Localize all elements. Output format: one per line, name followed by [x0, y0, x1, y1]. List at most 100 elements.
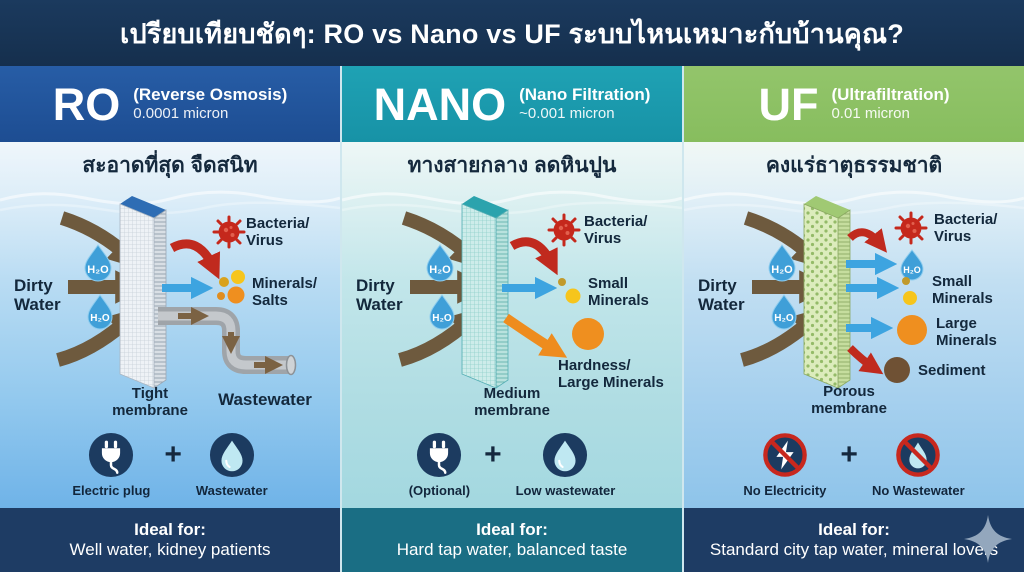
ro-acronym: RO	[52, 78, 121, 130]
ideal-for-text: Hard tap water, balanced taste	[396, 540, 628, 559]
nano-header: NANO (Nano Filtration) ~0.001 micron	[342, 66, 682, 142]
electric-plug-item: Electric plug	[72, 432, 150, 498]
ro-diagram: H₂O H₂O	[0, 188, 340, 422]
plus-sign: +	[840, 438, 858, 471]
nano-footer: Ideal for: Hard tap water, balanced tast…	[342, 508, 682, 572]
uf-icon-row: No Electricity + No Wastewater	[684, 422, 1024, 508]
no-wastewater-item: No Wastewater	[872, 432, 965, 498]
ro-full-name: (Reverse Osmosis)	[133, 85, 288, 104]
large-mineral-dot	[572, 318, 604, 350]
virus-icon	[894, 211, 928, 245]
porous-membrane	[803, 196, 851, 389]
electric-plug-icon	[417, 432, 462, 478]
uf-body: คงแร่ธาตุธรรมชาติ	[684, 142, 1024, 508]
wastewater-item: Wastewater	[196, 432, 268, 498]
sparkle-icon	[964, 515, 1012, 563]
icon-label: (Optional)	[408, 483, 471, 498]
comparison-columns: RO (Reverse Osmosis) 0.0001 micron สะอาด…	[0, 66, 1024, 572]
ro-body: สะอาดที่สุด จืดสนิท	[0, 142, 340, 508]
rejected-arrow	[509, 237, 558, 276]
dirty-water-label: Dirty Water	[698, 276, 745, 315]
svg-text:H₂O: H₂O	[903, 265, 921, 275]
ro-diagram-graphic: H₂O H₂O	[56, 196, 297, 389]
minerals-salts-label: Minerals/ Salts	[252, 275, 318, 309]
ro-footer: Ideal for: Well water, kidney patients	[0, 508, 340, 572]
title-banner: เปรียบเทียบชัดๆ: RO vs Nano vs UF ระบบไห…	[0, 0, 1024, 66]
nano-diagram-graphic: H₂O H₂O	[398, 196, 604, 389]
no-electricity-item: No Electricity	[743, 432, 826, 498]
large-mineral-dot	[897, 315, 927, 345]
bacteria-virus-label: Bacteria/ Virus	[246, 215, 310, 249]
nano-micron: ~0.001 micron	[519, 105, 615, 123]
plus-sign: +	[484, 438, 502, 471]
uf-header: UF (Ultrafiltration) 0.01 micron	[684, 66, 1024, 142]
sediment-label: Sediment	[918, 362, 986, 379]
nano-body: ทางสายกลาง ลดหินปูน	[342, 142, 682, 508]
nano-diagram: H₂O H₂O	[342, 188, 682, 422]
h2o-droplet: H₂O	[429, 294, 455, 330]
plus-sign: +	[164, 438, 182, 471]
small-minerals-dots	[558, 278, 581, 304]
sediment-dot	[884, 357, 910, 383]
svg-text:H₂O: H₂O	[87, 264, 109, 276]
icon-label: Electric plug	[72, 483, 151, 498]
no-wastewater-icon	[896, 433, 941, 477]
icon-label: Low wastewater	[515, 483, 616, 498]
dirty-water-label: Dirty Water	[14, 276, 61, 315]
svg-text:H₂O: H₂O	[771, 264, 793, 276]
h2o-droplet: H₂O	[771, 294, 797, 330]
tight-membrane	[119, 196, 167, 389]
membrane-label: Porous membrane	[811, 383, 887, 417]
rejected-arrow	[169, 239, 221, 280]
column-ro: RO (Reverse Osmosis) 0.0001 micron สะอาด…	[0, 66, 340, 572]
ideal-for-text: Standard city tap water, mineral lovers	[709, 540, 999, 559]
uf-footer: Ideal for: Standard city tap water, mine…	[684, 508, 1024, 572]
ideal-for-label: Ideal for:	[818, 520, 890, 539]
hardness-label: Hardness/ Large Minerals	[558, 357, 664, 391]
page-title: เปรียบเทียบชัดๆ: RO vs Nano vs UF ระบบไห…	[120, 18, 904, 49]
icon-label: No Electricity	[743, 483, 827, 498]
bacteria-virus-label: Bacteria/ Virus	[934, 211, 998, 245]
svg-text:H₂O: H₂O	[429, 264, 451, 276]
ro-icon-row: Electric plug + Wastewater	[0, 422, 340, 508]
nano-tagline: ทางสายกลาง ลดหินปูน	[407, 153, 617, 177]
ro-micron: 0.0001 micron	[133, 105, 229, 123]
nano-acronym: NANO	[373, 78, 507, 130]
virus-icon	[212, 215, 246, 249]
uf-diagram-graphic: H₂O H₂O	[740, 196, 928, 389]
wastewater-drop-icon	[543, 432, 588, 478]
wastewater-pipe	[158, 307, 297, 376]
icon-label: Wastewater	[195, 483, 268, 498]
wastewater-label: Wastewater	[218, 390, 312, 409]
minerals-dots	[217, 270, 245, 304]
column-uf: UF (Ultrafiltration) 0.01 micron คงแร่ธา…	[684, 66, 1024, 572]
h2o-droplet: H₂O	[768, 244, 796, 282]
electric-plug-item: (Optional)	[409, 432, 470, 498]
h2o-droplet: H₂O	[426, 244, 454, 282]
large-minerals-label: Large Minerals	[936, 315, 997, 349]
small-minerals-label: Small Minerals	[588, 275, 649, 309]
rejected-arrow	[847, 228, 887, 253]
no-electricity-icon	[763, 433, 807, 477]
ro-tagline: สะอาดที่สุด จืดสนิท	[82, 153, 258, 177]
membrane-label: Medium membrane	[474, 385, 550, 419]
icon-label: No Wastewater	[871, 483, 965, 498]
nano-icon-row: (Optional) + Low wastewater	[342, 422, 682, 508]
ideal-for-label: Ideal for:	[476, 520, 548, 539]
ro-header: RO (Reverse Osmosis) 0.0001 micron	[0, 66, 340, 142]
h2o-droplet: H₂O	[84, 244, 112, 282]
uf-micron: 0.01 micron	[831, 105, 910, 123]
uf-full-name: (Ultrafiltration)	[831, 85, 950, 104]
small-minerals-dots	[902, 277, 917, 305]
medium-membrane	[461, 196, 509, 389]
svg-text:H₂O: H₂O	[774, 313, 794, 324]
dirty-water-label: Dirty Water	[356, 276, 403, 315]
uf-tagline: คงแร่ธาตุธรรมชาติ	[765, 153, 943, 177]
wastewater-drop-icon	[209, 432, 254, 478]
electric-plug-icon	[89, 432, 134, 478]
svg-text:H₂O: H₂O	[90, 313, 110, 324]
uf-diagram: H₂O H₂O	[684, 188, 1024, 422]
bacteria-virus-label: Bacteria/ Virus	[584, 213, 648, 247]
ideal-for-label: Ideal for:	[134, 520, 206, 539]
